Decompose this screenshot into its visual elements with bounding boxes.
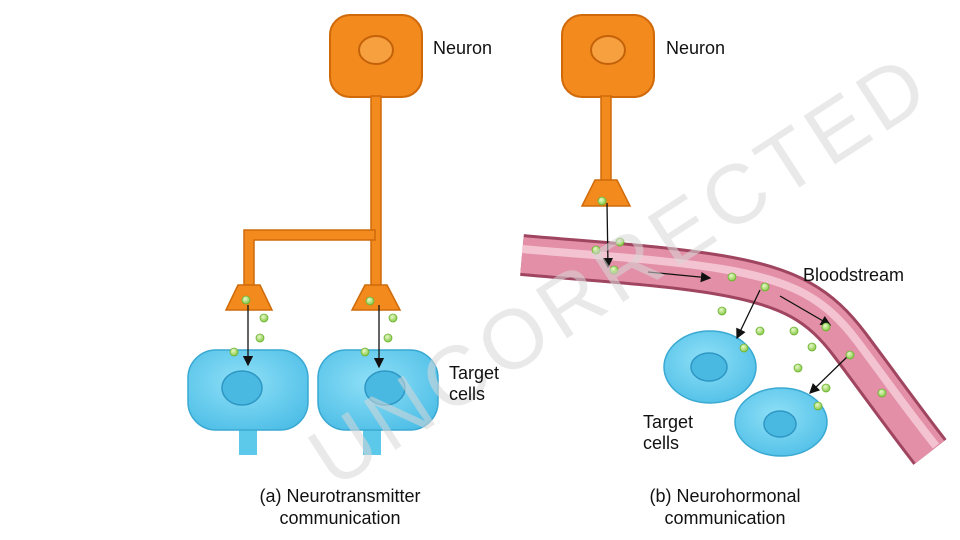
arrow-b-to-cell-right	[809, 355, 849, 394]
target-cells-label-a: Target cells	[449, 363, 529, 405]
target-cell-a-left-stalk	[239, 425, 257, 455]
target-cells-label-b: Target cells	[643, 412, 723, 454]
target-cells-label-b-line2: cells	[643, 433, 680, 453]
neuron-label-b: Neuron	[666, 38, 726, 58]
neurohormone-dots-b	[591, 196, 887, 411]
target-cell-b-right-nucleus	[763, 410, 797, 438]
arrow-b-release	[602, 202, 614, 269]
target-cell-a-right-stalk	[363, 425, 381, 455]
axon-terminal-a-right	[350, 284, 402, 311]
caption-b: (b) Neurohormonal communication	[595, 485, 855, 529]
caption-b-line2: communication	[664, 508, 786, 528]
neuron-b-axon	[600, 95, 612, 186]
target-cells-label-b-line1: Target	[643, 412, 694, 432]
caption-a-line1: (a) Neurotransmitter	[259, 486, 421, 506]
target-cell-b-left-nucleus	[690, 352, 728, 382]
axon-terminal-b	[580, 179, 632, 207]
bloodstream-vessel-highlight	[521, 245, 940, 449]
target-cell-a-right-nucleus	[364, 370, 406, 406]
neuron-label-a: Neuron	[433, 38, 493, 58]
neurotransmitter-dots-a	[229, 295, 398, 357]
target-cell-a-left-nucleus	[221, 370, 263, 406]
neuron-a-branch	[243, 229, 376, 291]
arrow-b-to-cell-left	[736, 289, 761, 340]
target-cells-label-a-line1: Target	[449, 363, 500, 383]
panel-a	[187, 14, 439, 455]
caption-a: (a) Neurotransmitter communication	[205, 485, 475, 529]
panel-b	[520, 14, 947, 465]
bloodstream-label: Bloodstream	[803, 265, 905, 285]
neuron-b-nucleus	[590, 35, 626, 65]
caption-b-line1: (b) Neurohormonal	[649, 486, 801, 506]
arrow-b-flow-2	[779, 295, 832, 326]
neuron-a-nucleus	[358, 35, 394, 65]
target-cells-label-a-line2: cells	[449, 384, 486, 404]
bloodstream-vessel-inner	[520, 237, 945, 464]
arrow-b-flow-1	[647, 271, 712, 283]
neuron-a-axon	[370, 95, 382, 291]
caption-a-line2: communication	[279, 508, 401, 528]
